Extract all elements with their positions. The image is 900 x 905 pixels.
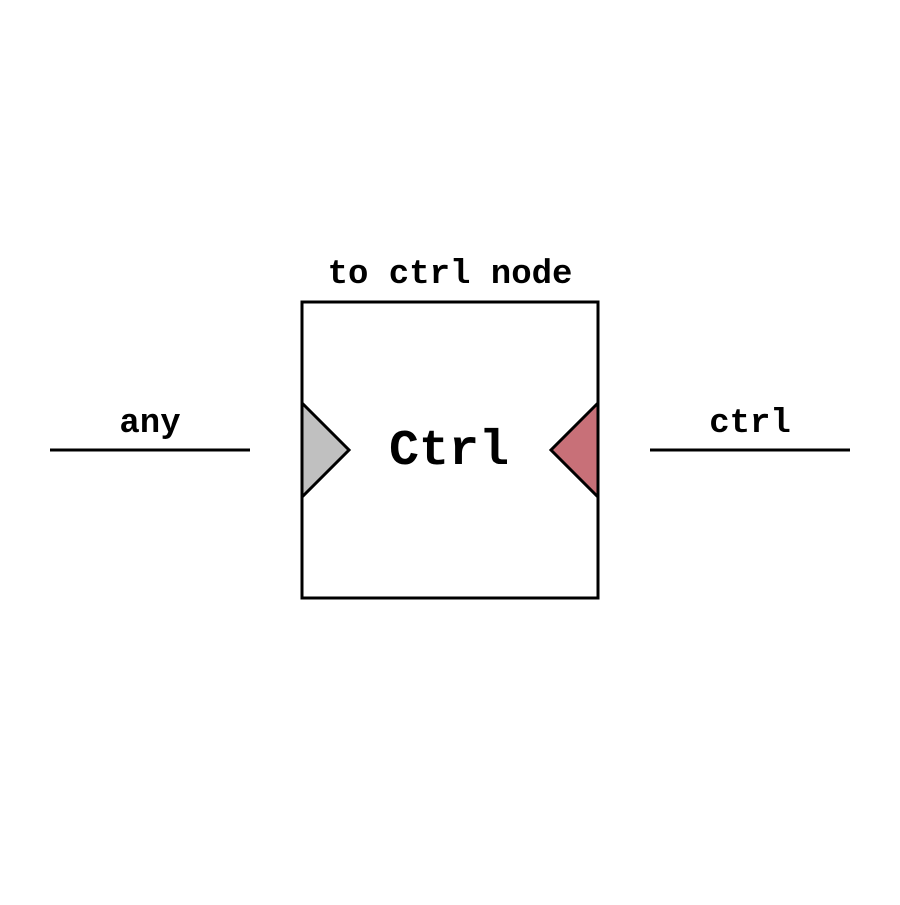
input-port-triangle[interactable] — [300, 399, 352, 501]
node-label: Ctrl — [389, 423, 509, 480]
input-port-label: any — [119, 405, 180, 443]
output-port-label: ctrl — [709, 405, 791, 443]
output-port-triangle[interactable] — [548, 399, 600, 501]
node-title: to ctrl node — [328, 256, 573, 294]
